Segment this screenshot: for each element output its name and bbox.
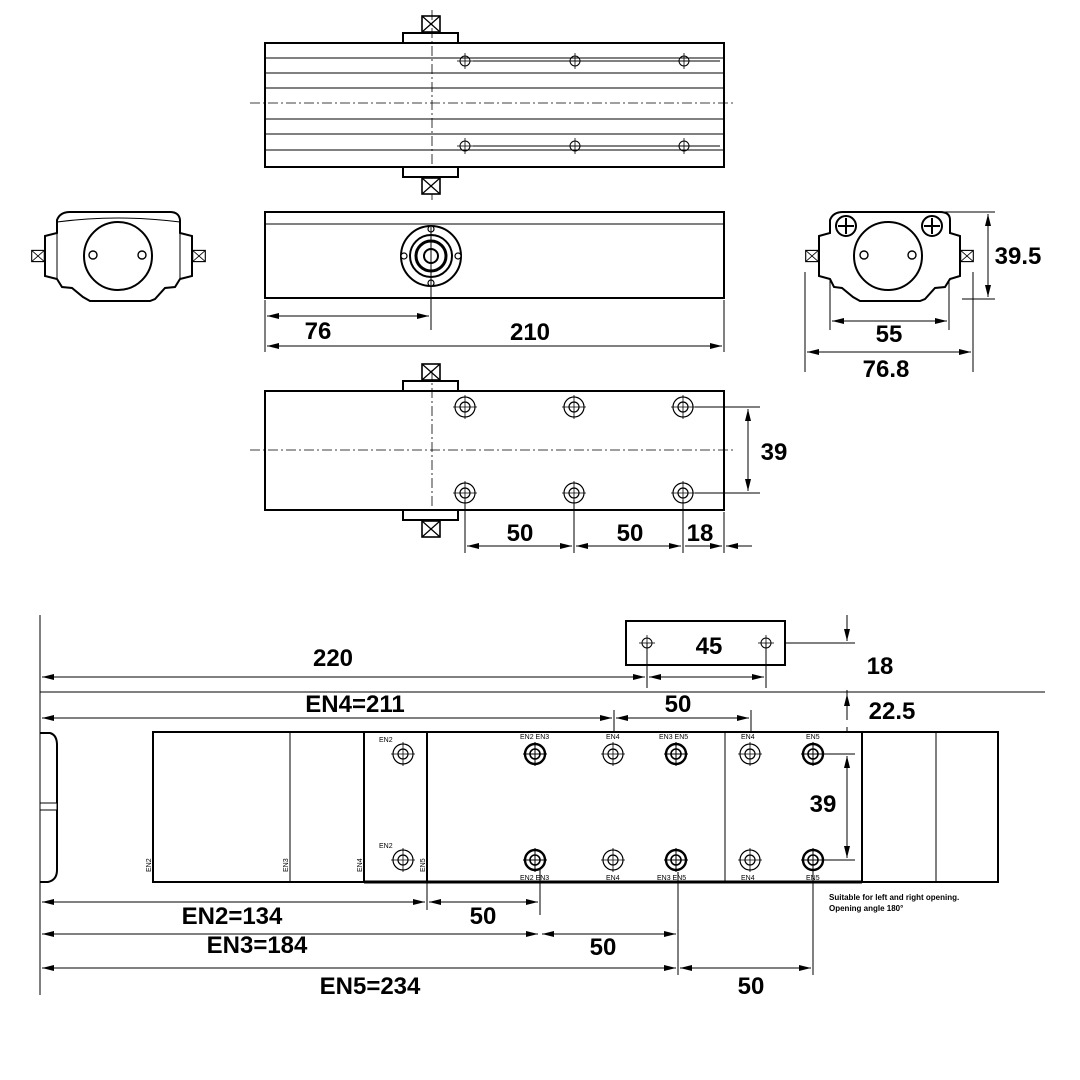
axle-square-left — [805, 249, 819, 263]
hole-label: EN4 — [741, 734, 755, 741]
axle-square-top — [421, 15, 441, 33]
screw-head-left — [835, 215, 857, 237]
hole-label: EN3 EN5 — [659, 734, 688, 741]
axle-square-right — [192, 249, 206, 263]
dim-50-b: 50 — [617, 520, 644, 547]
dim-en4: EN4=211 — [305, 691, 404, 718]
hole-label: EN4 — [606, 734, 620, 741]
note-angle: Opening angle 180° — [829, 904, 903, 913]
note-opening: Suitable for left and right opening. — [829, 893, 959, 902]
front-view: 76 210 — [264, 211, 725, 352]
hole-label: EN5 — [806, 734, 820, 741]
hole-label: EN3 EN5 — [657, 875, 686, 882]
bottom-bracket — [402, 509, 459, 521]
dim-en2: EN2=134 — [182, 903, 283, 930]
dim-76-8: 76.8 — [863, 356, 910, 383]
top-view-body — [264, 42, 725, 168]
hole-label: EN2 EN3 — [520, 734, 549, 741]
top-bracket — [402, 32, 459, 44]
axle-square-top — [421, 363, 441, 381]
hole-label: EN2 — [379, 843, 393, 850]
bottom-bracket — [402, 166, 459, 178]
axle-square-left — [31, 249, 45, 263]
dim-220: 220 — [313, 645, 353, 672]
dim-76: 76 — [305, 318, 332, 345]
screw-head-right — [921, 215, 943, 237]
mounting-view-body — [264, 390, 725, 511]
hole-label: EN4 — [606, 875, 620, 882]
dim-45: 45 — [696, 633, 723, 660]
axle-square-bottom — [421, 177, 441, 195]
top-bracket — [402, 380, 459, 392]
hole-label: EN2 — [379, 737, 393, 744]
edge-label-en5: EN5 — [420, 858, 427, 872]
dim-en3: EN3=184 — [207, 932, 308, 959]
dim-50-en5: 50 — [738, 973, 765, 1000]
dim-210: 210 — [510, 319, 550, 346]
dim-50-en4: 50 — [665, 691, 692, 718]
dim-55: 55 — [876, 321, 903, 348]
installation-template: 45 220 18 22.5 EN4=211 50 EN2 EN3 EN4 — [39, 615, 1045, 1000]
dim-18-side: 18 — [867, 653, 894, 680]
left-side-view — [31, 211, 206, 302]
axle-square-bottom — [421, 520, 441, 538]
dim-en5: EN5=234 — [320, 973, 421, 1000]
left-side-profile — [44, 211, 193, 302]
right-side-view: 39.5 55 76.8 — [804, 211, 1042, 383]
dim-50-en2: 50 — [470, 903, 497, 930]
hole-label: EN2 EN3 — [520, 875, 549, 882]
dim-39-bottom: 39 — [810, 791, 837, 818]
edge-label-en3: EN3 — [283, 858, 290, 872]
front-view-body — [264, 211, 725, 299]
dim-39-top: 39 — [761, 439, 788, 466]
mounting-view: 39 50 50 18 — [250, 363, 788, 553]
top-view — [250, 10, 735, 200]
dim-39-5: 39.5 — [995, 243, 1042, 270]
dim-50-en3: 50 — [590, 934, 617, 961]
dim-50-a: 50 — [507, 520, 534, 547]
edge-label-en2: EN2 — [146, 858, 153, 872]
dim-22-5: 22.5 — [869, 698, 916, 725]
edge-label-en4: EN4 — [357, 858, 364, 872]
dim-18-top: 18 — [687, 520, 714, 547]
hole-label: EN4 — [741, 875, 755, 882]
axle-square-right — [960, 249, 974, 263]
template-body — [152, 731, 999, 883]
